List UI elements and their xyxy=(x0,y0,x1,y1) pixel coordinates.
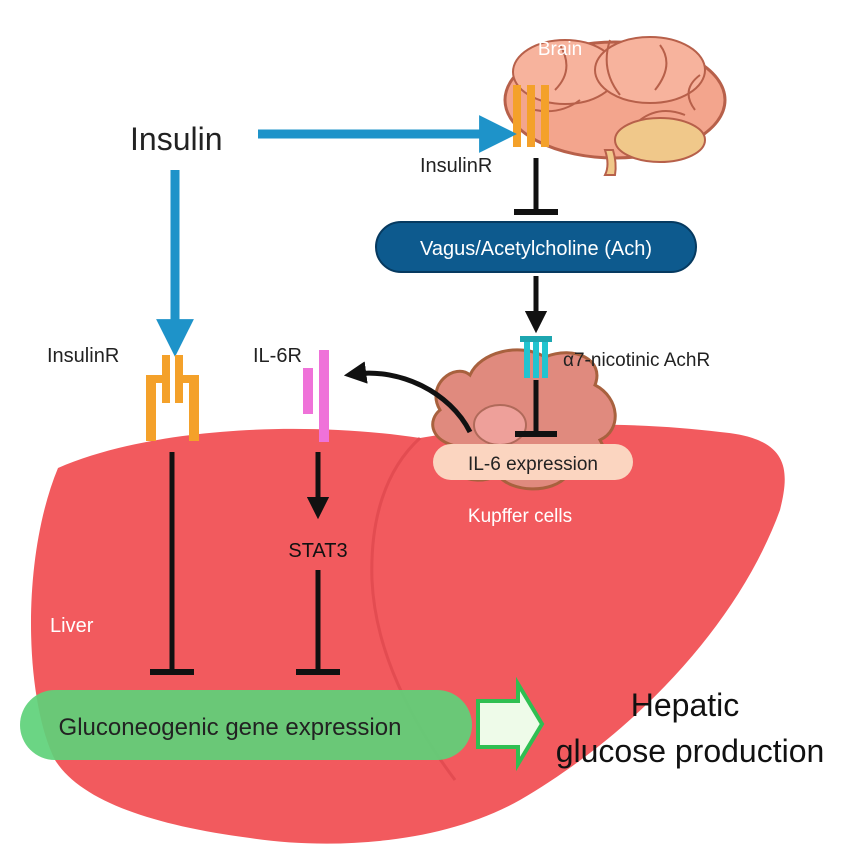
insulinr-liver-label: InsulinR xyxy=(47,345,119,367)
hepatic-label-line1: Hepatic xyxy=(631,687,740,723)
il6r-label: IL-6R xyxy=(253,345,302,367)
liver-label: Liver xyxy=(50,615,94,637)
il6-to-il6r-arrow xyxy=(343,361,473,434)
a7-inhibits-il6 xyxy=(515,380,557,437)
a7-receptor-icon xyxy=(520,336,552,378)
kupffer-label: Kupffer cells xyxy=(468,506,572,527)
hepatic-label-line2: glucose production xyxy=(556,733,825,769)
vagus-pill xyxy=(375,221,697,273)
il6r-icon xyxy=(303,350,329,442)
brain-icon xyxy=(503,36,727,176)
brain-inhibits-vagus xyxy=(514,158,558,215)
insulin-label: Insulin xyxy=(130,121,223,157)
block-arrow-icon xyxy=(476,676,545,772)
a7-label: α7-nicotinic AchR xyxy=(563,350,710,371)
liver-icon xyxy=(30,424,785,844)
kupffer-nucleus xyxy=(473,404,527,446)
stat3-label: STAT3 xyxy=(288,540,347,562)
gluconeogenic-pill xyxy=(20,690,472,760)
il6-expression-label: IL-6 expression xyxy=(468,454,598,475)
brain-label: Brain xyxy=(538,39,582,60)
il6-expression-pill xyxy=(433,444,633,480)
receptor-icon xyxy=(513,85,549,147)
vagus-label: Vagus/Acetylcholine (Ach) xyxy=(420,238,652,260)
insulinr-brain-label: InsulinR xyxy=(420,155,492,177)
gluconeogenic-label: Gluconeogenic gene expression xyxy=(59,714,402,741)
insulinr-inhibits-gluco xyxy=(150,452,194,675)
liver-insulinr-icon xyxy=(146,355,199,441)
stat3-inhibits-gluco xyxy=(296,570,340,675)
